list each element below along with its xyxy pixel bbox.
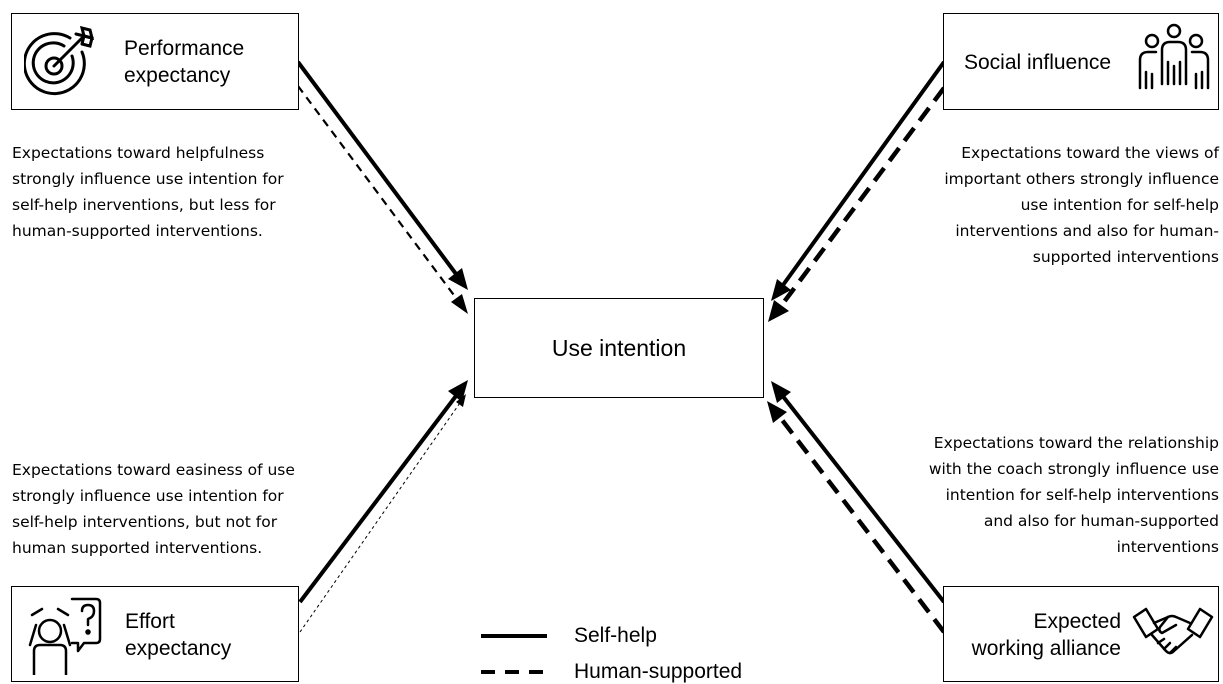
social-influence-label: Social influence — [964, 51, 1112, 74]
use-intention-label: Use intention — [551, 335, 687, 361]
legend-dashed-line — [481, 670, 547, 674]
handshake-icon — [1132, 607, 1214, 655]
use-intention-box: Use intention — [474, 298, 764, 398]
arrow-social-self-help — [771, 60, 946, 301]
legend-solid-line — [481, 634, 547, 638]
performance-expectancy-box: Performance expectancy — [11, 13, 299, 110]
arrow-effort-self-help — [298, 380, 468, 604]
performance-description: Expectations toward helpfulness strongly… — [12, 144, 284, 240]
arrow-alliance-self-help — [771, 381, 946, 604]
legend-self-help-label: Self-help — [574, 624, 657, 647]
effort-expectancy-label: Effort expectancy — [125, 610, 232, 660]
performance-expectancy-label: Performance expectancy — [124, 37, 245, 87]
social-description: Expectations toward the views of importa… — [944, 144, 1219, 266]
alliance-description: Expectations toward the relationship wit… — [928, 434, 1219, 556]
legend-human-supported-label: Human-supported — [574, 660, 743, 683]
arrow-social-human-supported — [768, 86, 946, 322]
expected-working-alliance-box: Expected working alliance — [943, 586, 1219, 682]
social-influence-box: Social influence — [943, 13, 1219, 110]
effort-expectancy-box: Effort expectancy — [11, 586, 299, 682]
arrow-performance-self-help — [296, 60, 468, 290]
effort-description: Expectations toward easiness of use stro… — [12, 461, 295, 557]
confused-person-icon — [28, 597, 102, 675]
expected-working-alliance-label: Expected working alliance — [971, 610, 1121, 660]
arrow-alliance-human-supported — [767, 401, 946, 634]
target-icon — [24, 26, 95, 96]
people-group-icon — [1138, 23, 1210, 90]
arrow-performance-human-supported — [297, 85, 468, 314]
arrow-effort-human-supported — [299, 394, 466, 633]
